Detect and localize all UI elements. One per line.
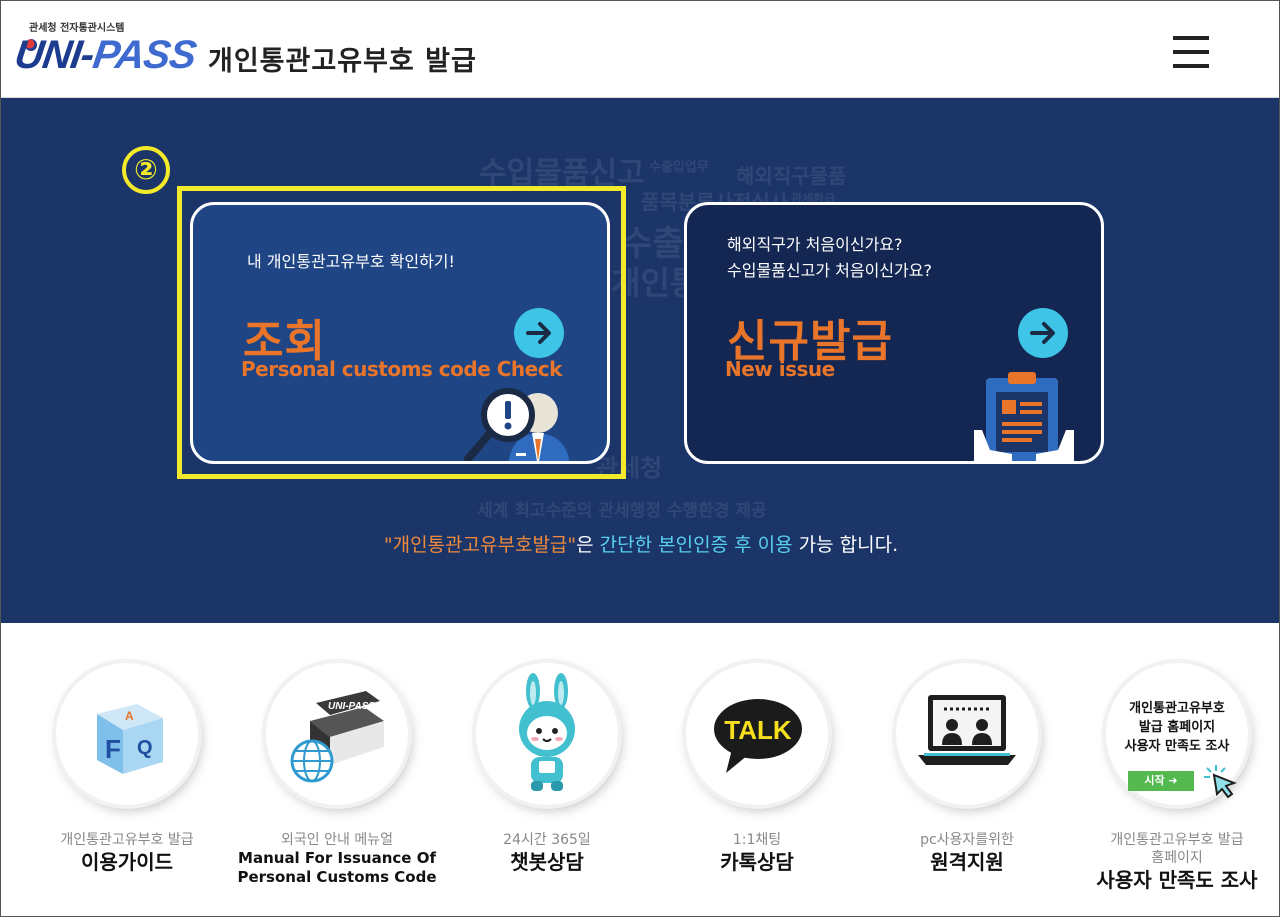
service-circle xyxy=(896,663,1038,805)
service-small-label: 외국인 안내 메뉴얼 xyxy=(281,832,393,848)
services-section: F Q A 개인통관고유부호 발급 이용가이드 UNI-PASS xyxy=(1,623,1279,916)
survey-circle-line2: 발급 홈페이지 xyxy=(1138,720,1216,735)
service-circle: F Q A xyxy=(56,663,198,805)
new-card-desc-line1: 해외직구가 처음이신가요? xyxy=(727,235,903,254)
service-small-label: 24시간 365일 xyxy=(503,832,591,848)
svg-text:F: F xyxy=(105,734,121,764)
unipass-logo[interactable]: 관세청 전자통관시스템 UNI-PASS xyxy=(12,15,205,85)
service-remote-support[interactable]: pc사용자를위한 원격지원 xyxy=(862,663,1072,875)
service-big-label: 카톡상담 xyxy=(720,850,794,874)
service-satisfaction-survey[interactable]: 개인통관고유부호 발급 홈페이지 사용자 만족도 조사 시작 ➜ 개인통관고유부… xyxy=(1072,663,1279,893)
service-big-label: 챗봇상담 xyxy=(510,850,584,874)
service-small-label: 개인통관고유부호 발급 xyxy=(60,832,194,848)
bg-word: 수출 xyxy=(621,224,684,264)
bg-word: 수입물품신고 xyxy=(479,156,645,191)
notice-quoted: "개인통관고유부호발급" xyxy=(383,534,577,556)
arrow-right-icon[interactable] xyxy=(1018,308,1068,358)
notice-highlight: 간단한 본인인증 후 이용 xyxy=(599,534,793,556)
service-big-label: 이용가이드 xyxy=(81,850,173,874)
bg-word: 해외직구물품 xyxy=(736,164,847,188)
header: 관세청 전자통관시스템 UNI-PASS 개인통관고유부호 발급 xyxy=(1,1,1279,98)
clipboard-hands-icon xyxy=(974,372,1074,461)
survey-circle-text: 개인통관고유부호 발급 홈페이지 사용자 만족도 조사 xyxy=(1106,699,1248,756)
svg-text:A: A xyxy=(125,709,134,723)
service-circle: TALK xyxy=(686,663,828,805)
kakao-talk-icon: TALK xyxy=(714,699,802,773)
logo-wordmark: UNI-PASS xyxy=(12,33,199,78)
svg-text:Q: Q xyxy=(137,737,153,759)
service-small-label: 1:1채팅 xyxy=(732,832,782,848)
book-label: UNI-PASS xyxy=(328,701,375,712)
new-card-title: 신규발급 xyxy=(727,316,893,367)
service-big-label: 원격지원 xyxy=(930,850,1004,874)
bg-word: 수출입업무 xyxy=(649,160,709,175)
magnifier-person-icon xyxy=(464,388,570,461)
faq-cube-icon: F Q A xyxy=(97,704,163,774)
service-big-label: 사용자 만족도 조사 xyxy=(1096,868,1258,892)
lookup-card[interactable]: 내 개인통관고유부호 확인하기! 조회 Personal customs cod… xyxy=(190,202,610,464)
highlight-box xyxy=(177,186,626,479)
service-small-label-2: 홈페이지 xyxy=(1151,850,1203,866)
service-usage-guide[interactable]: F Q A 개인통관고유부호 발급 이용가이드 xyxy=(22,663,232,875)
service-kakao-talk[interactable]: TALK 1:1채팅 카톡상담 xyxy=(652,663,862,875)
notice-part2: 가능 합니다. xyxy=(792,534,899,556)
logo-subtitle: 관세청 전자통관시스템 xyxy=(29,23,125,34)
new-card-desc-line2: 수입물품신고가 처음이신가요? xyxy=(727,261,932,280)
new-issue-card[interactable]: 해외직구가 처음이신가요? 수입물품신고가 처음이신가요? 신규발급 New i… xyxy=(684,202,1104,464)
logo-dot-icon xyxy=(25,39,37,51)
logo-pass: PASS xyxy=(90,33,199,77)
hero-section: 수입물품신고 수출입업무 해외직구물품 품목분류사전심사 관세환급 수출 개인통… xyxy=(1,98,1279,623)
notice-part1: 은 xyxy=(576,534,600,556)
service-circle xyxy=(476,663,618,805)
manual-line2: Personal Customs Code xyxy=(237,868,437,886)
step-badge: ② xyxy=(122,146,170,194)
survey-circle-line1: 개인통관고유부호 xyxy=(1129,701,1225,716)
survey-start-button[interactable]: 시작 ➜ xyxy=(1128,771,1194,791)
service-chatbot[interactable]: 24시간 365일 챗봇상담 xyxy=(442,663,652,875)
remote-support-icon xyxy=(918,695,1016,765)
chatbot-rabbit-icon xyxy=(519,673,575,791)
service-circle: 개인통관고유부호 발급 홈페이지 사용자 만족도 조사 시작 ➜ xyxy=(1106,663,1248,805)
new-card-subtitle: New issue xyxy=(725,357,835,381)
hamburger-menu-icon[interactable] xyxy=(1173,36,1209,68)
logo-uni: UNI- xyxy=(11,33,97,77)
notice-text: "개인통관고유부호발급"은 간단한 본인인증 후 이용 가능 합니다. xyxy=(1,530,1279,557)
lookup-card-title: 조회 xyxy=(243,316,326,367)
service-small-label: pc사용자를위한 xyxy=(920,832,1014,848)
talk-bubble-text: TALK xyxy=(724,715,792,745)
arrow-right-icon[interactable] xyxy=(514,308,564,358)
survey-circle-line3: 사용자 만족도 조사 xyxy=(1124,739,1230,754)
manual-line1: Manual For Issuance Of xyxy=(238,849,436,867)
lookup-card-desc: 내 개인통관고유부호 확인하기! xyxy=(247,252,455,271)
lookup-card-subtitle: Personal customs code Check xyxy=(241,357,562,381)
service-small-label-1: 개인통관고유부호 발급 xyxy=(1110,832,1244,848)
globe-books-icon: UNI-PASS xyxy=(290,691,384,783)
page-title: 개인통관고유부호 발급 xyxy=(208,46,477,77)
survey-click-icon xyxy=(1204,765,1237,799)
service-foreigner-manual[interactable]: UNI-PASS 외국인 안내 메뉴얼 Manual For Issuance … xyxy=(232,663,442,887)
service-circle: UNI-PASS xyxy=(266,663,408,805)
bg-word: 세계 최고수준의 관세행정 수행환경 제공 xyxy=(477,501,767,521)
